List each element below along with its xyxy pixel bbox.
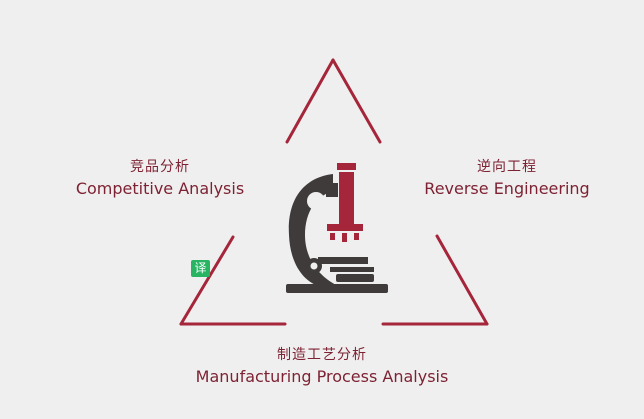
triangle-edge-lower-left (179, 235, 235, 326)
triangle-edge-top-right (331, 58, 382, 144)
label-competitive-analysis: 竞品分析 Competitive Analysis (70, 158, 250, 200)
translate-icon[interactable]: 译 (191, 260, 210, 277)
triangle-edge-top-left (285, 58, 335, 144)
label-manufacturing-process-analysis-zh: 制造工艺分析 (277, 347, 367, 363)
label-manufacturing-process-analysis-en: Manufacturing Process Analysis (195, 367, 449, 386)
label-reverse-engineering-zh: 逆向工程 (477, 159, 537, 175)
label-competitive-analysis-en: Competitive Analysis (75, 179, 245, 198)
label-reverse-engineering-en: Reverse Engineering (424, 179, 590, 198)
triangle-edge-lower-right (435, 234, 489, 326)
microscope-icon (286, 163, 388, 293)
label-competitive-analysis-zh: 竞品分析 (130, 159, 190, 175)
label-manufacturing-process-analysis: 制造工艺分析 Manufacturing Process Analysis (190, 346, 454, 388)
label-reverse-engineering: 逆向工程 Reverse Engineering (417, 158, 597, 200)
